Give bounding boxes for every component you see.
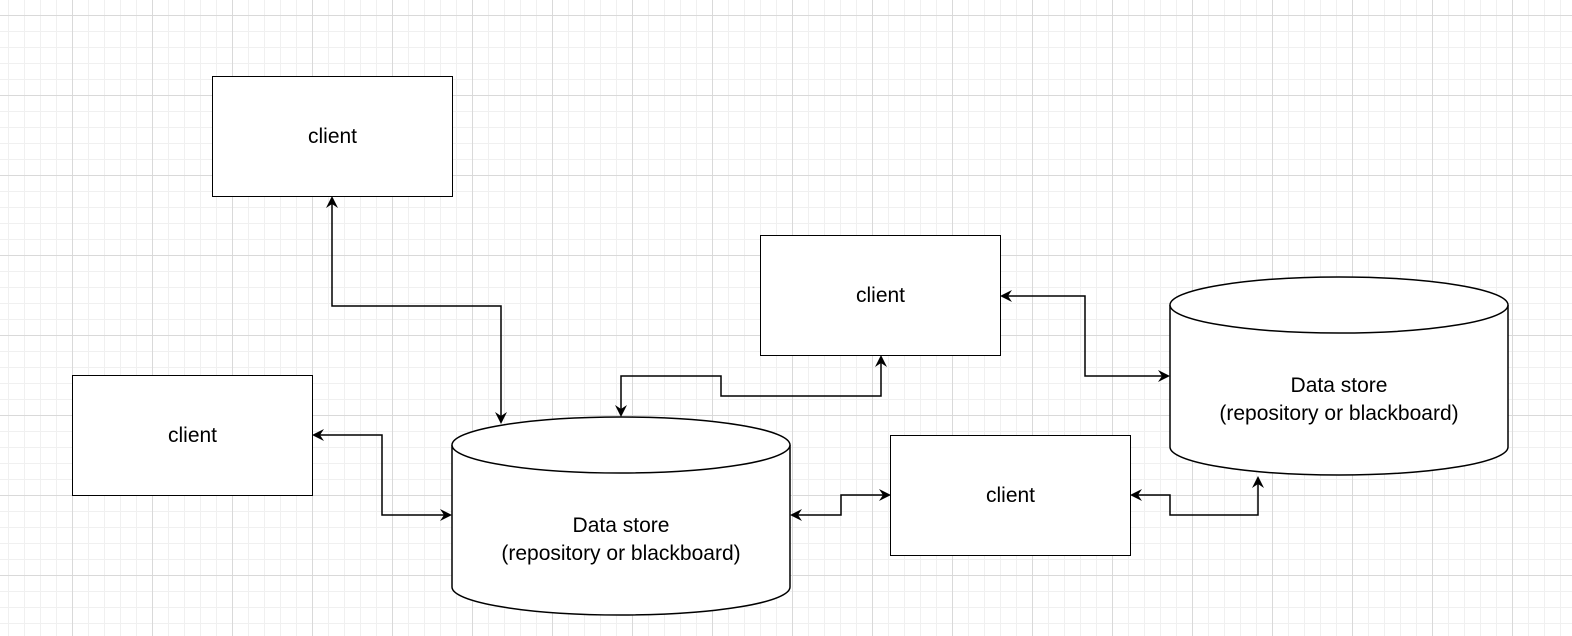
client-label: client: [855, 283, 906, 307]
client-box-middle[interactable]: client: [760, 235, 1001, 356]
data-store-subtitle: (repository or blackboard): [501, 542, 741, 565]
client-box-lower[interactable]: client: [890, 435, 1131, 556]
connector-client-top-to-store-1[interactable]: [326, 196, 507, 424]
data-store-title: Data store: [1290, 374, 1388, 397]
data-store-1-shape[interactable]: [451, 416, 791, 616]
data-store-subtitle: (repository or blackboard): [1219, 402, 1459, 425]
data-store-title: Data store: [572, 514, 670, 537]
connector-client-lower-to-store-2[interactable]: [1130, 476, 1264, 516]
data-store-2-shape[interactable]: [1169, 276, 1509, 476]
connector-store-1-to-client-middle[interactable]: [615, 355, 887, 417]
client-label: client: [307, 124, 358, 148]
client-label: client: [985, 483, 1036, 507]
client-box-top[interactable]: client: [212, 76, 453, 197]
data-store-1-label: Data store (repository or blackboard): [452, 510, 790, 570]
connector-client-left-to-store-1[interactable]: [312, 429, 452, 521]
connector-client-middle-to-store-2[interactable]: [1000, 290, 1170, 382]
client-label: client: [167, 423, 218, 447]
data-store-2-label: Data store (repository or blackboard): [1170, 370, 1508, 430]
client-box-left[interactable]: client: [72, 375, 313, 496]
connector-store-1-to-client-lower[interactable]: [790, 489, 891, 521]
